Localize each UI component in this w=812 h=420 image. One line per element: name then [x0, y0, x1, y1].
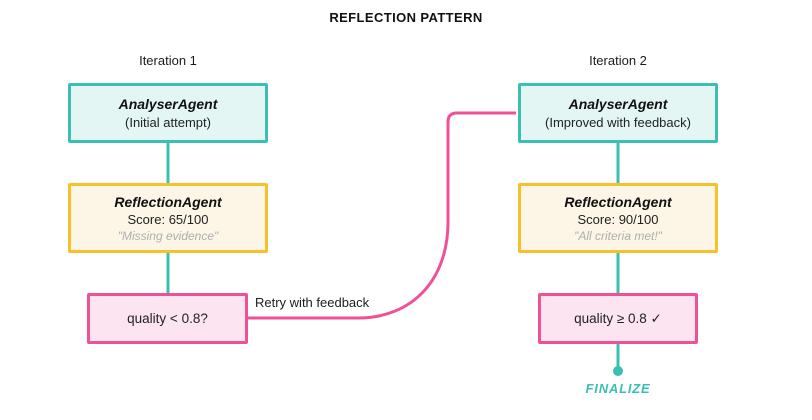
iteration-2-label: Iteration 2 — [589, 53, 647, 68]
iteration-1-label: Iteration 1 — [139, 53, 197, 68]
retry-feedback-edge — [248, 111, 516, 320]
reflection-agent-quote-1: "Missing evidence" — [117, 228, 219, 243]
finalize-node-dot — [613, 366, 623, 376]
decision-text-2: quality ≥ 0.8 ✓ — [574, 310, 662, 326]
reflection-agent-quote-2: "All criteria met!" — [574, 228, 662, 243]
analyser-agent-title-2: AnalyserAgent — [568, 96, 668, 112]
decision-box-1: quality < 0.8? — [87, 293, 248, 344]
finalize-label: FINALIZE — [585, 381, 651, 396]
reflection-agent-box-2: ReflectionAgent Score: 90/100 "All crite… — [518, 183, 718, 253]
decision-box-2: quality ≥ 0.8 ✓ — [538, 293, 698, 344]
diagram-title: REFLECTION PATTERN — [329, 10, 483, 25]
analyser-agent-subtitle-2: (Improved with feedback) — [545, 115, 691, 130]
decision-text-1: quality < 0.8? — [127, 311, 208, 326]
analyser-agent-box-1: AnalyserAgent (Initial attempt) — [68, 83, 268, 143]
reflection-agent-box-1: ReflectionAgent Score: 65/100 "Missing e… — [68, 183, 268, 253]
analyser-agent-box-2: AnalyserAgent (Improved with feedback) — [518, 83, 718, 143]
reflection-agent-title-1: ReflectionAgent — [114, 193, 222, 210]
reflection-agent-score-2: Score: 90/100 — [577, 211, 659, 227]
analyser-agent-subtitle-1: (Initial attempt) — [125, 115, 211, 130]
analyser-agent-title-1: AnalyserAgent — [118, 96, 218, 112]
reflection-agent-score-1: Score: 65/100 — [127, 211, 209, 227]
retry-feedback-label: Retry with feedback — [255, 295, 370, 310]
reflection-agent-title-2: ReflectionAgent — [564, 193, 672, 210]
